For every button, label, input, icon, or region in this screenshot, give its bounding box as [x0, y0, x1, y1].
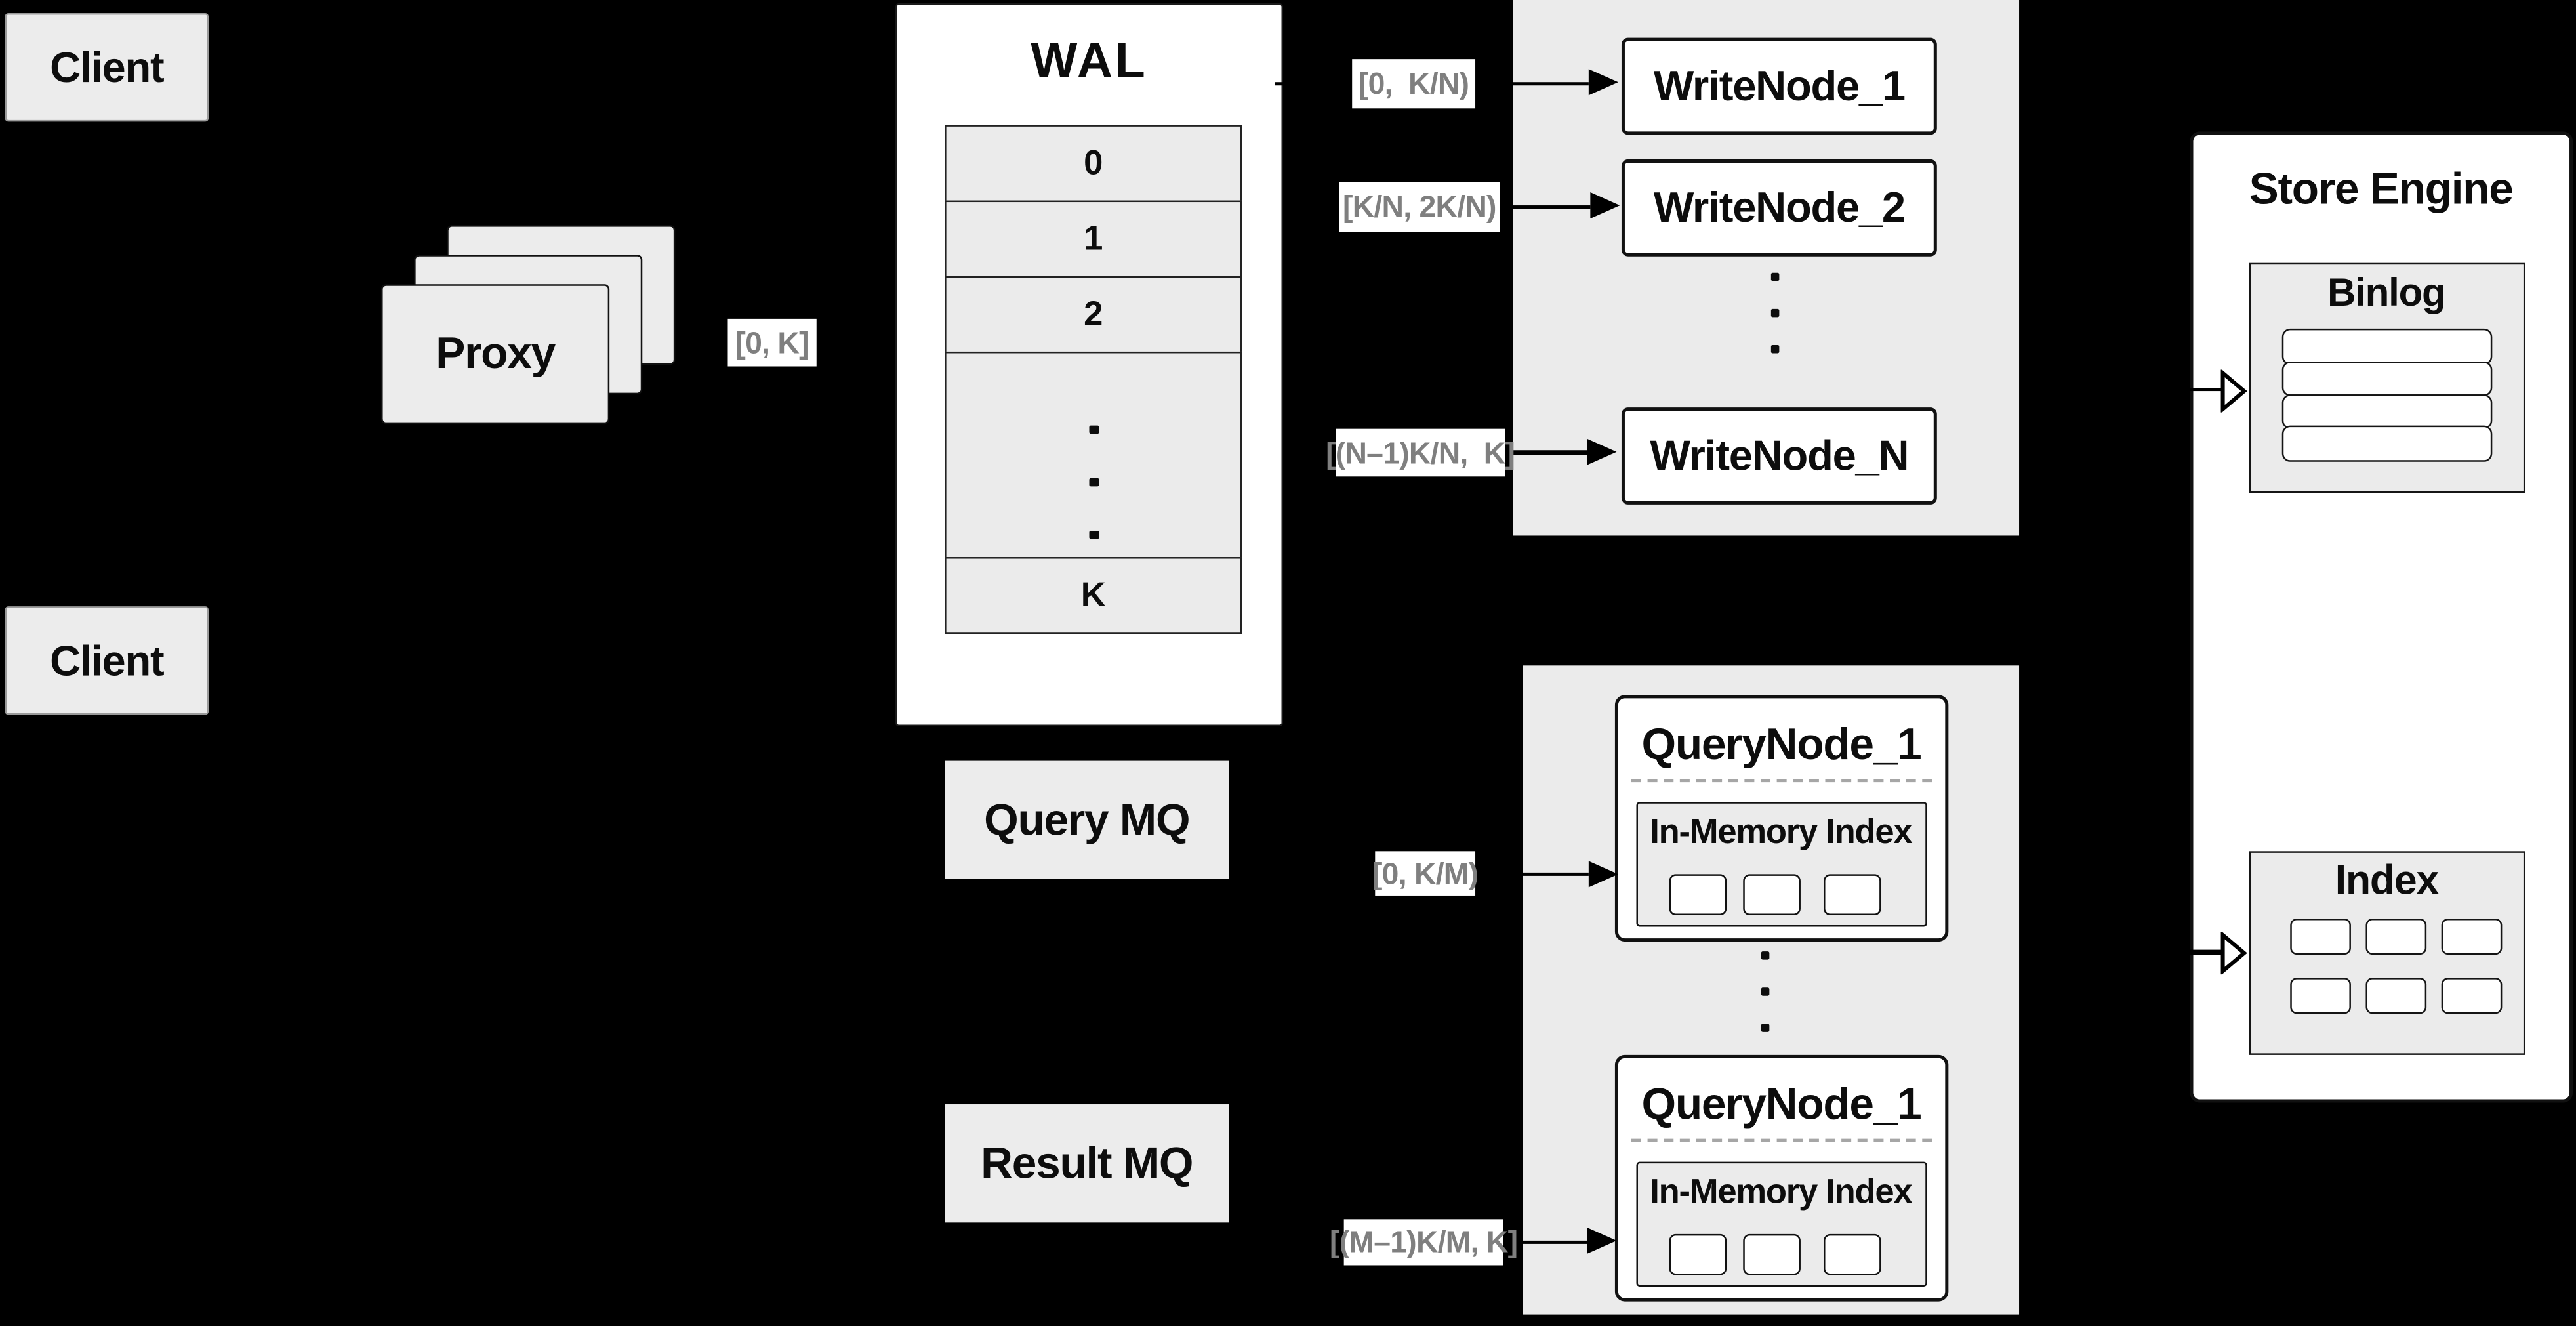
binlog-row [2281, 361, 2492, 397]
range-label-write2-text: [K/N, 2K/N) [1343, 189, 1496, 224]
segment-block [1669, 874, 1727, 916]
segment-block [1743, 874, 1801, 916]
binlog-box: Binlog [2248, 262, 2525, 493]
segment-block [1669, 1233, 1727, 1275]
range-label-proxy-out: [0, K] [727, 318, 817, 367]
arrowhead-write1 [1588, 69, 1618, 96]
store-engine-box: Store Engine Binlog Index [2189, 131, 2573, 1103]
wal-row-2: 2 [945, 276, 1242, 354]
ellipsis-dot [1760, 987, 1769, 996]
arrow-line-write2 [1500, 205, 1590, 209]
range-label-write2: [K/N, 2K/N) [1339, 182, 1500, 232]
index-box: Index [2248, 850, 2525, 1056]
index-block [2289, 978, 2350, 1014]
query-node-2-inmemory-label: In-Memory Index [1650, 1172, 1912, 1211]
client-top-box: Client [5, 13, 209, 122]
index-block [2365, 978, 2427, 1014]
query-node-2-inmemory-box: In-Memory Index [1635, 1161, 1927, 1286]
write-node-2-box: WriteNode_2 [1621, 159, 1937, 257]
binlog-slats [2250, 329, 2523, 461]
segment-block [1822, 1233, 1881, 1275]
range-label-proxy-out-text: [0, K] [735, 324, 809, 360]
query-node-2-box: QueryNode_1 In-Memory Index [1614, 1054, 1949, 1301]
query-node-1-title: QueryNode_1 [1641, 719, 1922, 769]
write-node-1-box: WriteNode_1 [1621, 37, 1937, 135]
query-node-1-divider [1630, 778, 1932, 782]
result-mq-box: Result MQ [945, 1104, 1229, 1223]
binlog-title: Binlog [2327, 270, 2446, 316]
arrowhead-queryM [1586, 1228, 1616, 1254]
client-bottom-label: Client [50, 634, 165, 685]
range-label-queryM: [(M–1)K/M, K] [1330, 1219, 1518, 1266]
arrowhead-writeN [1587, 438, 1617, 465]
ellipsis-dot [1770, 272, 1780, 281]
query-node-1-box: QueryNode_1 In-Memory Index [1614, 694, 1949, 942]
proxy-label: Proxy [436, 328, 556, 379]
write-node-n-label: WriteNode_N [1650, 430, 1909, 480]
write-node-2-label: WriteNode_2 [1653, 182, 1906, 232]
query-node-1-inmemory-box: In-Memory Index [1635, 801, 1927, 926]
client-bottom-box: Client [5, 606, 209, 715]
ellipsis-dot [1089, 530, 1099, 539]
segment-block [1822, 874, 1881, 916]
arrow-line-writeN [1503, 450, 1587, 455]
index-block [2441, 919, 2503, 955]
range-label-write1-text: [0, K/N) [1358, 66, 1469, 100]
result-mq-label: Result MQ [981, 1138, 1193, 1188]
index-block [2289, 919, 2350, 955]
index-block [2365, 919, 2427, 955]
query-node-2-divider [1630, 1138, 1932, 1142]
query-node-1-inmemory-label: In-Memory Index [1650, 812, 1912, 851]
store-engine-title: Store Engine [2249, 163, 2514, 214]
client-top-label: Client [50, 41, 165, 91]
wal-row-ellipsis [945, 351, 1242, 559]
wal-row-k: K [945, 556, 1242, 634]
range-label-writeN: [(N–1)K/N, K] [1326, 428, 1515, 477]
arrowhead-open-binlog [2220, 369, 2247, 412]
binlog-row [2281, 426, 2492, 461]
range-label-queryM-text: [(M–1)K/M, K] [1330, 1224, 1518, 1259]
arrow-line-queryM [1503, 1239, 1587, 1244]
arrow-line-binlog [2148, 387, 2223, 392]
range-label-writeN-text: [(N–1)K/N, K] [1326, 434, 1515, 470]
proxy-card-front: Proxy [381, 284, 610, 425]
query-mq-label: Query MQ [984, 794, 1190, 844]
write-node-1-label: WriteNode_1 [1653, 60, 1906, 110]
write-node-n-box: WriteNode_N [1621, 407, 1937, 505]
query-node-group: QueryNode_1 In-Memory Index QueryNode_1 … [1523, 665, 2020, 1315]
query-node-2-title: QueryNode_1 [1641, 1079, 1922, 1129]
wal-row-1: 1 [945, 199, 1242, 278]
index-block [2441, 978, 2503, 1014]
wal-title: WAL [1031, 34, 1148, 89]
arrowhead-write2 [1589, 192, 1620, 219]
ellipsis-dot [1089, 425, 1099, 434]
ellipsis-dot [1770, 344, 1780, 354]
range-label-write1: [0, K/N) [1352, 59, 1476, 109]
ellipsis-dot [1089, 478, 1099, 487]
arrow-line-index [2148, 950, 2223, 955]
wal-box: WAL 0 1 2 K [895, 3, 1284, 726]
wal-row-0: 0 [945, 124, 1242, 203]
binlog-row [2281, 394, 2492, 429]
index-title: Index [2335, 857, 2440, 903]
binlog-row [2281, 329, 2492, 364]
range-label-query1-text: [0, K/M) [1372, 855, 1479, 890]
ellipsis-dot [1760, 951, 1769, 960]
ellipsis-dot [1760, 1024, 1769, 1032]
range-label-query1: [0, K/M) [1372, 851, 1479, 896]
ellipsis-dot [1770, 308, 1780, 318]
query-mq-box: Query MQ [945, 760, 1229, 879]
segment-block [1743, 1233, 1801, 1275]
arrowhead-open-index [2220, 932, 2247, 975]
wal-table: 0 1 2 K [945, 124, 1242, 634]
arrowhead-query1 [1587, 860, 1618, 887]
arrow-line-query1 [1475, 872, 1588, 877]
